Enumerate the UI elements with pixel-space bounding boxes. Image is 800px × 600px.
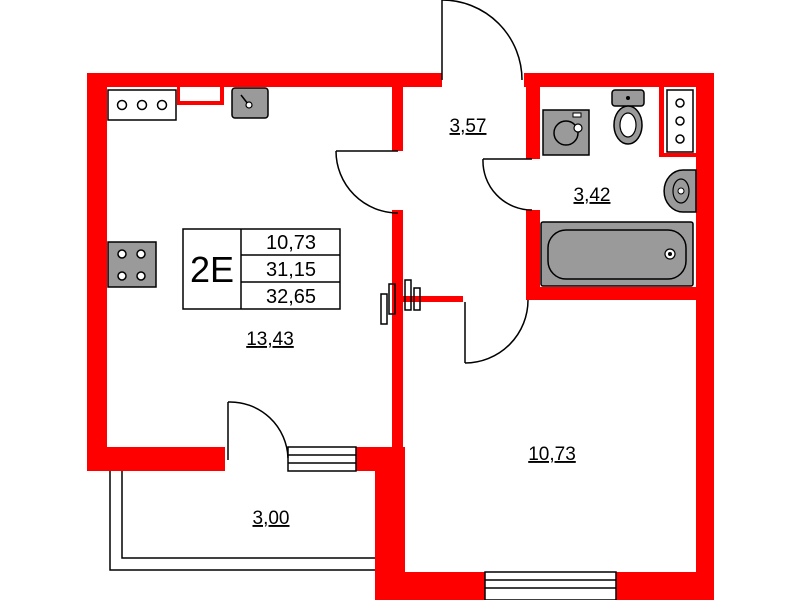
balcony — [109, 471, 375, 571]
window-bedroom — [484, 571, 617, 600]
toilet-icon — [611, 89, 645, 145]
room-area-hall: 3,57 — [450, 116, 487, 137]
wall-top-left — [87, 73, 442, 87]
window-balcony-door — [287, 446, 357, 472]
cooktop-icon — [107, 89, 177, 121]
room-area-balcony: 3,00 — [253, 508, 290, 529]
door-balcony — [227, 401, 289, 460]
door-bathroom — [482, 158, 533, 211]
door-entrance — [441, 0, 523, 81]
wall-bathroom-bottom — [526, 287, 714, 300]
total-area: 31,15 — [266, 259, 316, 281]
kitchen-niche-inner — [180, 87, 220, 101]
wall-center-partition — [392, 87, 403, 151]
total-area-with-balcony: 32,65 — [266, 286, 316, 308]
door-kitchen — [335, 150, 399, 214]
stove-icon — [107, 241, 157, 288]
wall-hall-stub — [403, 296, 463, 302]
washing-machine-icon — [542, 109, 590, 156]
wall-top-right — [524, 73, 714, 87]
wall-bathroom-left — [526, 87, 540, 159]
ventilation-shaft-icon — [666, 89, 694, 153]
kitchen-sink-icon — [231, 87, 269, 119]
wall-kitchen-bottom — [87, 447, 225, 471]
wall-left — [87, 73, 107, 471]
room-area-bathroom: 3,42 — [574, 185, 611, 206]
wall-center-lower — [392, 210, 403, 447]
wall-right — [696, 73, 714, 600]
washbasin-icon — [663, 169, 697, 213]
wall-bedroom-bottom-left — [375, 572, 485, 600]
room-area-bedroom: 10,73 — [528, 444, 576, 465]
apartment-type: 2E — [190, 249, 234, 290]
room-area-kitchen: 13,43 — [246, 329, 294, 350]
partition-detail — [380, 279, 421, 325]
bathtub-icon — [540, 221, 694, 287]
living-area: 10,73 — [266, 232, 316, 254]
walls — [87, 73, 714, 600]
wall-bathroom-left-lower — [526, 210, 540, 300]
apartment-info-box: 2E 10,73 31,15 32,65 — [182, 228, 341, 310]
door-bedroom — [464, 299, 529, 364]
